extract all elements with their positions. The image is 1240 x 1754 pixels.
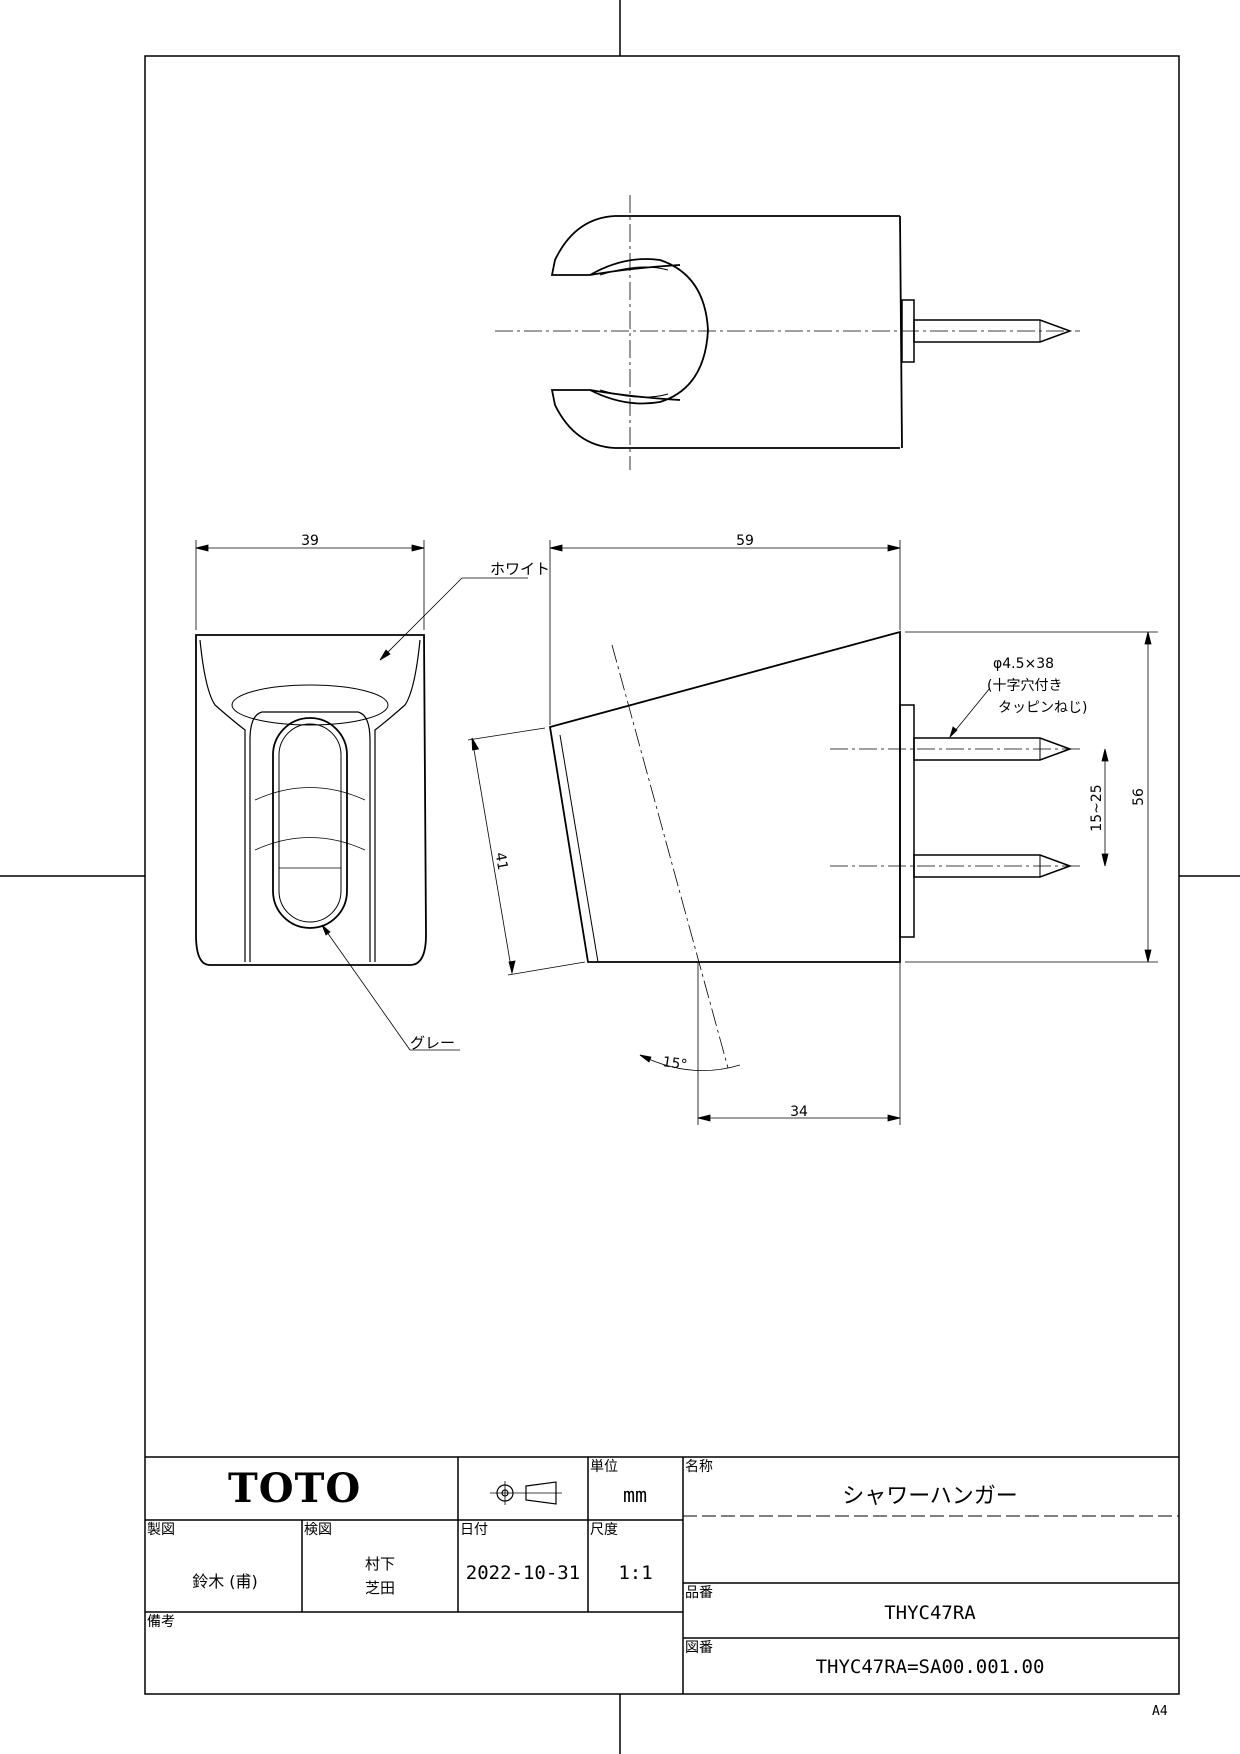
dimension-lines [195, 540, 1158, 1125]
dim-34: 34 [790, 1104, 808, 1120]
drawing-no-label: 図番 [685, 1640, 713, 1656]
drawn-by: 鈴木 (甫) [192, 1572, 258, 1591]
screw-spec-2: (十字穴付き [987, 678, 1062, 694]
drawn-label: 製図 [147, 1522, 175, 1538]
checked-by-1: 村下 [364, 1555, 395, 1573]
screw-spec-3: タッピンねじ) [998, 700, 1087, 716]
drawing-number: THYC47RA=SA00.001.00 [815, 1656, 1045, 1678]
dim-angle: 15° [661, 1054, 688, 1073]
toto-logo: TOTO [228, 1465, 362, 1512]
checked-label: 検図 [304, 1522, 332, 1538]
dim-56: 56 [1131, 788, 1147, 806]
part-no-label: 品番 [685, 1585, 713, 1601]
title-block-grid [145, 1456, 1179, 1694]
checked-by-2: 芝田 [364, 1579, 395, 1597]
sheet-size: A4 [1152, 1704, 1168, 1719]
top-view [550, 215, 1073, 449]
label-white: ホワイト [490, 560, 550, 578]
name-label: 名称 [685, 1459, 713, 1475]
unit-label: 単位 [590, 1459, 618, 1475]
unit-value: mm [622, 1483, 648, 1507]
dim-41: 41 [492, 851, 511, 871]
remarks-label: 備考 [147, 1614, 175, 1630]
dim-15-25: 15~25 [1089, 784, 1105, 831]
product-name: シャワーハンガー [842, 1484, 1018, 1509]
dim-39: 39 [301, 533, 319, 549]
front-view [195, 634, 427, 966]
date-label: 日付 [460, 1522, 488, 1538]
label-grey: グレー [410, 1034, 455, 1052]
scale-value: 1:1 [618, 1562, 653, 1584]
drawing-frame [144, 55, 1180, 1695]
date-value: 2022-10-31 [465, 1562, 581, 1584]
part-number: THYC47RA [884, 1602, 976, 1624]
dim-59: 59 [736, 533, 754, 549]
scale-label: 尺度 [590, 1522, 618, 1538]
screw-spec-1: φ4.5×38 [993, 656, 1054, 672]
projection-symbol-icon [490, 1481, 562, 1505]
